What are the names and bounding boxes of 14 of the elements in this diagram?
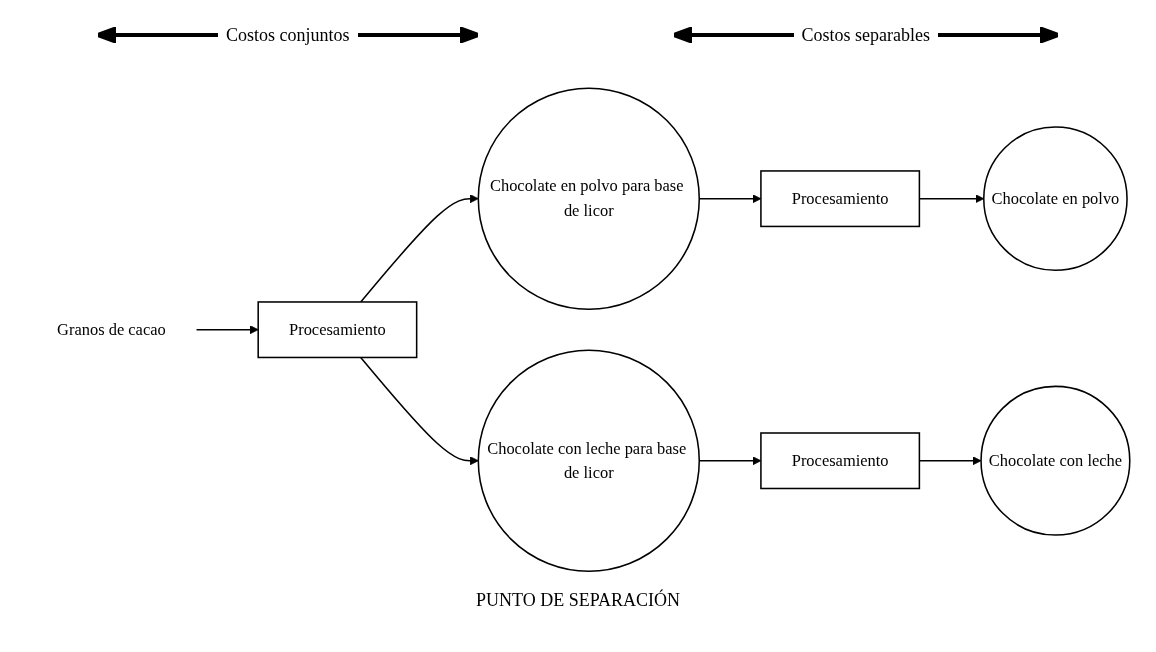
arrow: [359, 194, 479, 303]
node-circle: Chocolate con leche: [980, 385, 1131, 537]
node-box: Procesamiento: [257, 301, 418, 359]
cost-label: Costos separables: [801, 24, 930, 46]
node-box: Procesamiento: [760, 170, 921, 228]
node-circle: Chocolate con leche para base de licor: [477, 349, 701, 573]
node-circle: Chocolate en polvo: [983, 126, 1128, 272]
node-circle: Chocolate en polvo para base de licor: [477, 87, 701, 311]
split-point-label: PUNTO DE SEPARACIÓN: [475, 590, 680, 610]
arrow: [195, 325, 259, 335]
node-box: Procesamiento: [760, 432, 921, 490]
arrow: [359, 357, 479, 466]
node-text: Granos de cacao: [57, 320, 166, 339]
cost-label: Costos conjuntos: [226, 24, 350, 46]
